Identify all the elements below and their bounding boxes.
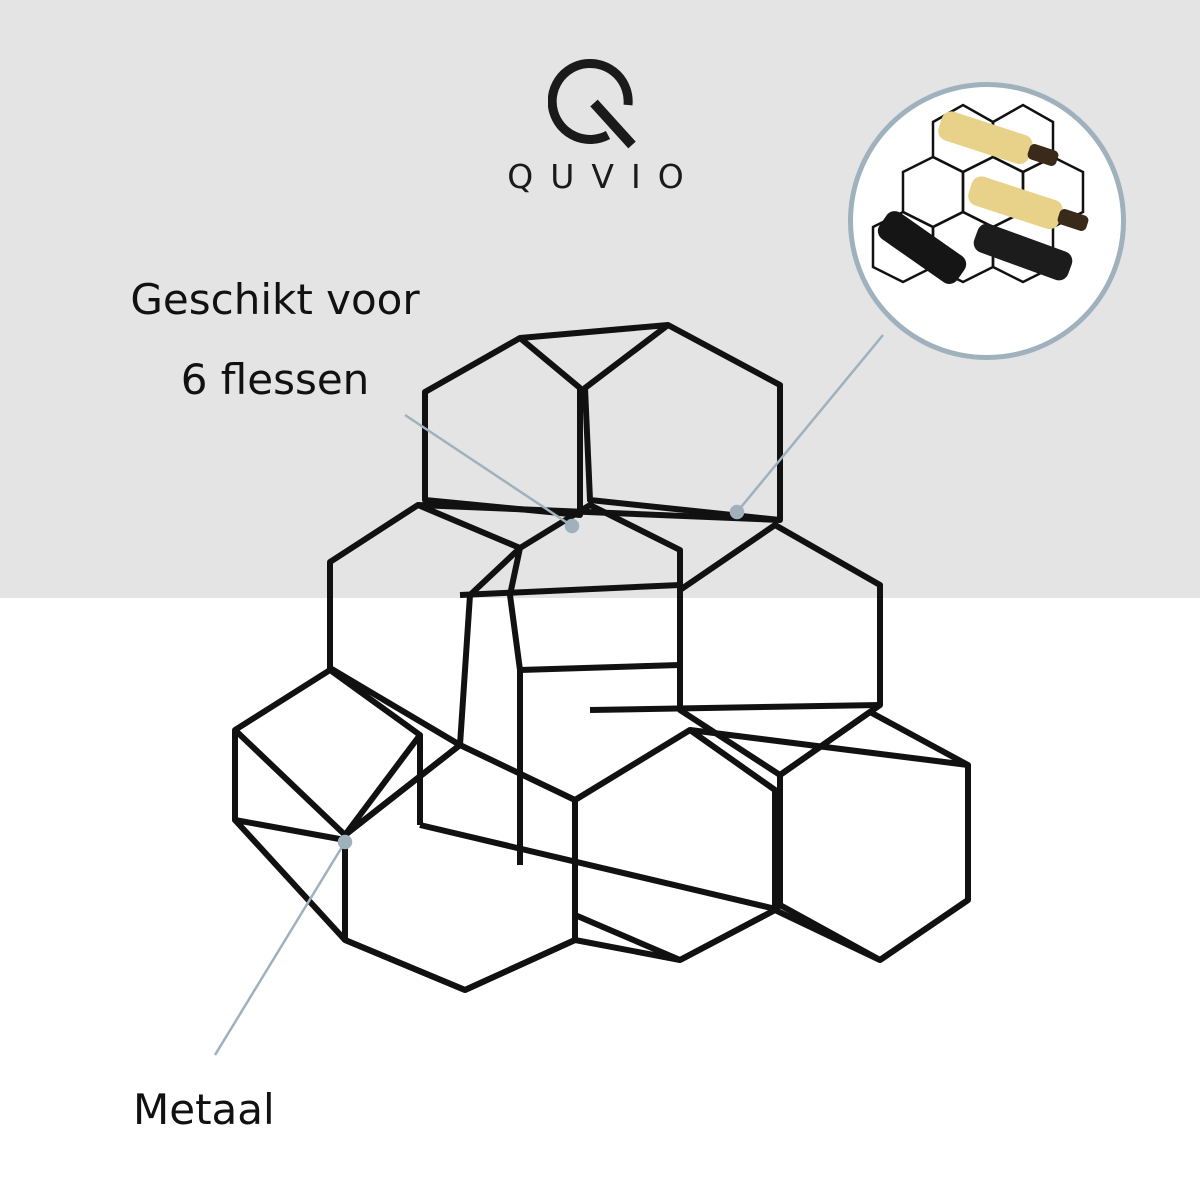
brand-name: QUVIO bbox=[507, 157, 701, 196]
product-inset bbox=[848, 82, 1126, 360]
wine-rack-with-bottles-icon bbox=[871, 103, 1089, 284]
capacity-callout-line2: 6 flessen bbox=[180, 355, 370, 404]
capacity-callout: Geschikt voor 6 flessen bbox=[110, 260, 440, 420]
capacity-callout-line1: Geschikt voor bbox=[130, 275, 420, 324]
brand-logo: QUVIO bbox=[490, 45, 710, 205]
material-callout: Metaal bbox=[133, 1085, 275, 1134]
quvio-q-logo-icon bbox=[548, 59, 636, 149]
